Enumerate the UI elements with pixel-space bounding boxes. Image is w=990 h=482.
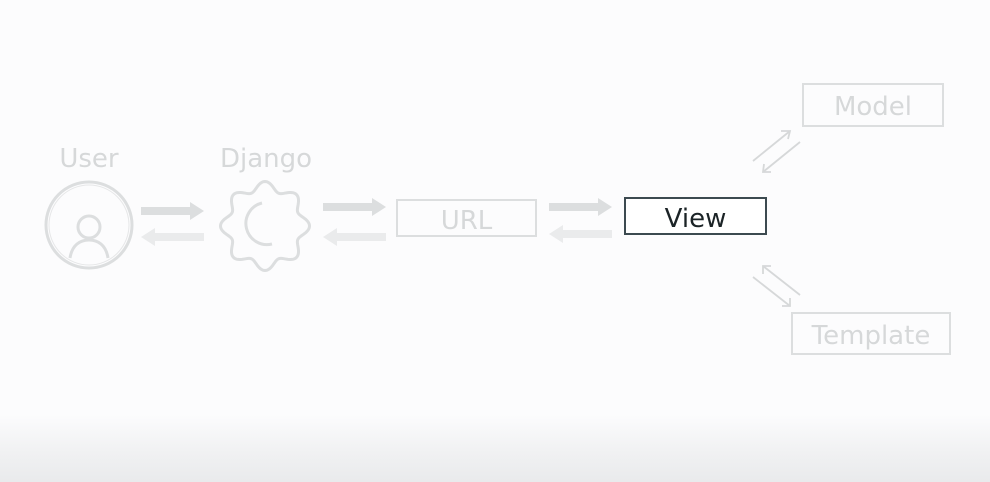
arrow-left-icon [141,228,204,246]
model-node: Model [802,83,944,127]
arrow-up-right-icon [752,130,792,162]
edge-view-template [752,265,801,307]
arrow-left-icon [323,228,386,246]
user-label: User [59,144,119,174]
url-node: URL [396,199,537,237]
edge-url-view [549,198,612,243]
arrow-right-icon [141,202,204,220]
view-label: View [665,204,727,234]
django-node: Django [218,144,312,273]
model-label: Model [834,92,912,122]
user-icon [44,180,134,270]
edge-view-model [752,130,801,173]
arrow-up-left-icon [762,265,801,296]
arrow-left-icon [549,225,612,243]
edge-user-django [141,202,204,246]
url-label: URL [441,206,493,236]
arrow-down-right-icon [752,276,791,307]
arrow-down-left-icon [761,141,801,173]
gear-icon [218,179,312,273]
template-node: Template [791,312,951,355]
arrow-right-icon [323,198,386,216]
view-node: View [624,197,767,235]
template-label: Template [811,321,931,351]
edge-django-url [323,198,386,246]
django-label: Django [220,144,312,174]
arrow-right-icon [549,198,612,216]
user-node: User [44,144,134,270]
